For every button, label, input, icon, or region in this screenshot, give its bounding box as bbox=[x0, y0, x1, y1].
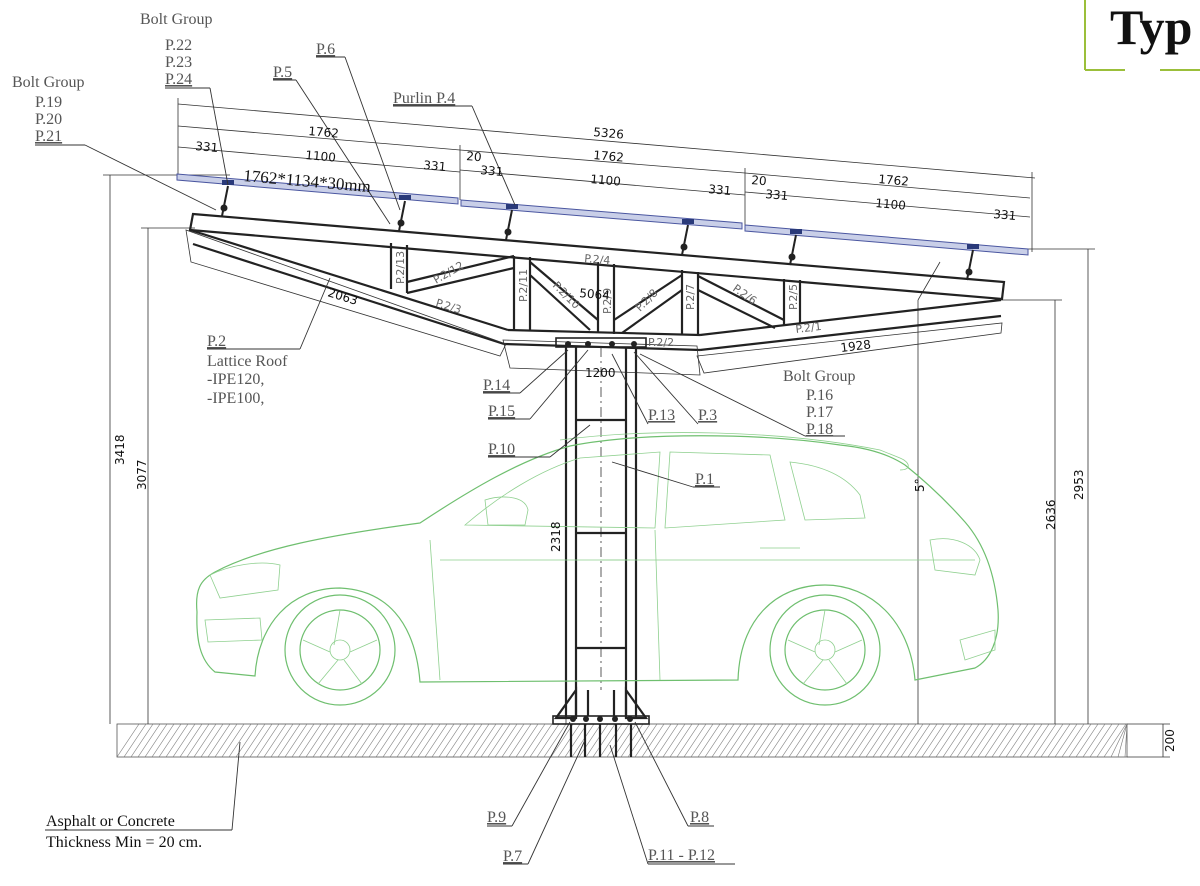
sheet-title-partial: Typ bbox=[1110, 0, 1192, 55]
p13-label: P.13 bbox=[648, 407, 675, 424]
dim-200: 200 bbox=[1163, 729, 1177, 752]
ipe100-label: -IPE100, bbox=[207, 390, 264, 407]
p8-label: P.8 bbox=[690, 809, 709, 826]
bolt-group-top-label: Bolt Group bbox=[140, 11, 212, 28]
dim-1762-a: 1762 bbox=[308, 124, 340, 141]
dim-angle: 5° bbox=[913, 478, 927, 492]
dim-5064: 5064 bbox=[579, 286, 611, 303]
purlin-clamp bbox=[504, 204, 518, 241]
dim-1928: 1928 bbox=[840, 337, 872, 355]
dim-2636: 2636 bbox=[1044, 499, 1058, 530]
mark-p2-13: P.2/13 bbox=[394, 251, 407, 284]
p17-label: P.17 bbox=[806, 404, 833, 421]
purlin-clamp bbox=[788, 229, 802, 266]
purlin-clamp bbox=[680, 219, 694, 256]
mark-p2-5: P.2/5 bbox=[787, 284, 800, 310]
dim-331-d: 331 bbox=[708, 182, 732, 198]
bolt-group-left-label: Bolt Group bbox=[12, 74, 84, 91]
dim-3418: 3418 bbox=[113, 434, 127, 465]
dim-1762-b: 1762 bbox=[593, 148, 625, 165]
mark-p2-11: P.2/11 bbox=[517, 269, 530, 302]
purlin-label: Purlin P.4 bbox=[393, 90, 455, 107]
p1-label: P.1 bbox=[695, 471, 714, 488]
steel-column bbox=[552, 337, 650, 757]
p3-label: P.3 bbox=[698, 407, 717, 424]
p20-label: P.20 bbox=[35, 111, 62, 128]
p5-label: P.5 bbox=[273, 64, 292, 81]
p16-label: P.16 bbox=[806, 387, 833, 404]
p22-label: P.22 bbox=[165, 37, 192, 54]
p15-label: P.15 bbox=[488, 403, 515, 420]
p9-label: P.9 bbox=[487, 809, 506, 826]
title-block-frame bbox=[1084, 0, 1200, 71]
ipe120-label: -IPE120, bbox=[207, 371, 264, 388]
dim-1100-b: 1100 bbox=[590, 172, 622, 189]
purlin-clamp bbox=[397, 195, 411, 232]
lattice-roof bbox=[185, 212, 1006, 376]
thickness-label: Thickness Min = 20 cm. bbox=[46, 834, 202, 851]
dim-331-e: 331 bbox=[765, 187, 789, 203]
dim-331-b: 331 bbox=[423, 158, 447, 174]
p21-label: P.21 bbox=[35, 128, 62, 145]
ground-hatch bbox=[116, 723, 1128, 758]
asphalt-label: Asphalt or Concrete bbox=[46, 813, 175, 830]
mark-p2-6: P.2/6 bbox=[730, 282, 759, 308]
p7-label: P.7 bbox=[503, 848, 522, 865]
leader-lines bbox=[35, 56, 845, 865]
mark-p2-9: P.2/9 bbox=[601, 288, 614, 314]
purlin-clamps bbox=[220, 180, 979, 281]
mark-p2-3: P.2/3 bbox=[434, 296, 463, 316]
mark-p2-10: P.2/10 bbox=[550, 279, 583, 312]
dim-1762-c: 1762 bbox=[878, 172, 910, 189]
callout-labels: Bolt Group P.22 P.23 P.24 Bolt Group P.1… bbox=[12, 11, 855, 865]
purlin-clamp bbox=[220, 180, 234, 217]
dim-1200: 1200 bbox=[585, 366, 616, 380]
mark-p2-1: P.2/1 bbox=[795, 320, 823, 336]
dim-331-f: 331 bbox=[993, 207, 1017, 223]
purlin-clamp bbox=[965, 244, 979, 281]
p10-label: P.10 bbox=[488, 441, 515, 458]
dim-20-a: 20 bbox=[466, 149, 482, 164]
dim-1100-a: 1100 bbox=[305, 148, 337, 165]
dim-2953: 2953 bbox=[1072, 469, 1086, 500]
p11-p12-label: P.11 - P.12 bbox=[648, 847, 715, 864]
p14-label: P.14 bbox=[483, 377, 510, 394]
lattice-roof-label: Lattice Roof bbox=[207, 353, 288, 370]
dimension-values: 5326 1762 1762 1762 1100 1100 1100 331 3… bbox=[113, 124, 1177, 752]
p2-label: P.2 bbox=[207, 333, 226, 350]
mark-p2-2: P.2/2 bbox=[648, 336, 674, 349]
p6-label: P.6 bbox=[316, 41, 335, 58]
dim-331-a: 331 bbox=[195, 139, 219, 155]
p24-label: P.24 bbox=[165, 71, 192, 88]
dim-1100-c: 1100 bbox=[875, 196, 907, 213]
bolt-group-right-label: Bolt Group bbox=[783, 368, 855, 385]
car-outline bbox=[195, 432, 999, 706]
p19-label: P.19 bbox=[35, 94, 62, 111]
solar-panel-row bbox=[176, 173, 1029, 256]
dim-5326: 5326 bbox=[593, 125, 625, 142]
mark-p2-4: P.2/4 bbox=[584, 252, 611, 267]
dim-3077: 3077 bbox=[135, 459, 149, 490]
p23-label: P.23 bbox=[165, 54, 192, 71]
top-dimension-lines bbox=[177, 98, 1036, 252]
p18-label: P.18 bbox=[806, 421, 833, 438]
mark-p2-7: P.2/7 bbox=[684, 284, 697, 310]
dim-20-b: 20 bbox=[751, 173, 767, 188]
dim-331-c: 331 bbox=[480, 163, 504, 179]
dim-2318: 2318 bbox=[549, 521, 563, 552]
